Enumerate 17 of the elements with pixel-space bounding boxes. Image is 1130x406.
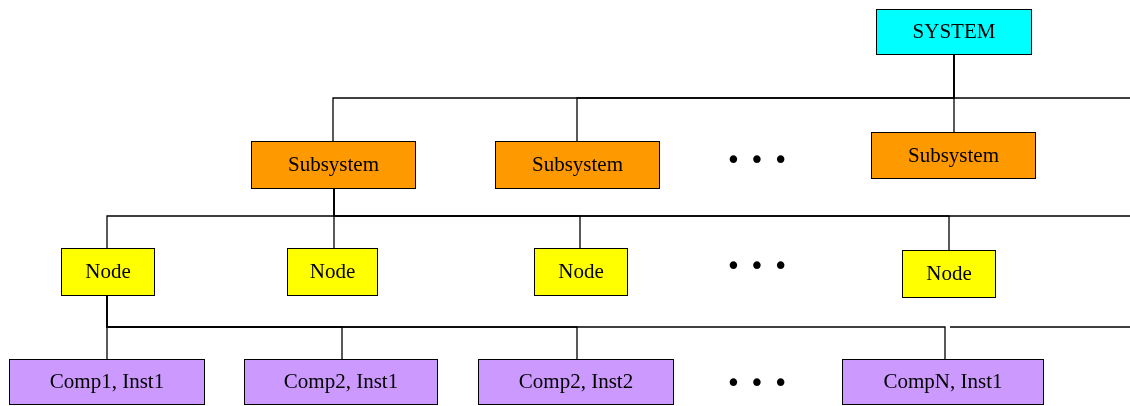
hierarchy-box: Comp2, Inst1 [244, 359, 438, 405]
hierarchy-box: Node [902, 250, 996, 298]
hierarchy-box: Comp1, Inst1 [9, 359, 205, 405]
hierarchy-box: Subsystem [495, 141, 660, 189]
hierarchy-box: CompN, Inst1 [842, 359, 1044, 405]
ellipsis-label: • • • [725, 147, 789, 173]
connector-line [106, 295, 946, 360]
ellipsis-label: • • • [725, 253, 789, 279]
hierarchy-box: Node [534, 248, 628, 296]
hierarchy-box: Node [61, 248, 155, 296]
hierarchy-box: Comp2, Inst2 [478, 359, 674, 405]
hierarchy-box: Node [287, 248, 378, 296]
ellipsis-label: • • • [725, 370, 789, 396]
connector-line [953, 54, 1130, 99]
hierarchy-box: Subsystem [251, 141, 416, 189]
hierarchy-box: Subsystem [871, 132, 1036, 179]
hierarchy-box: SYSTEM [876, 9, 1032, 55]
